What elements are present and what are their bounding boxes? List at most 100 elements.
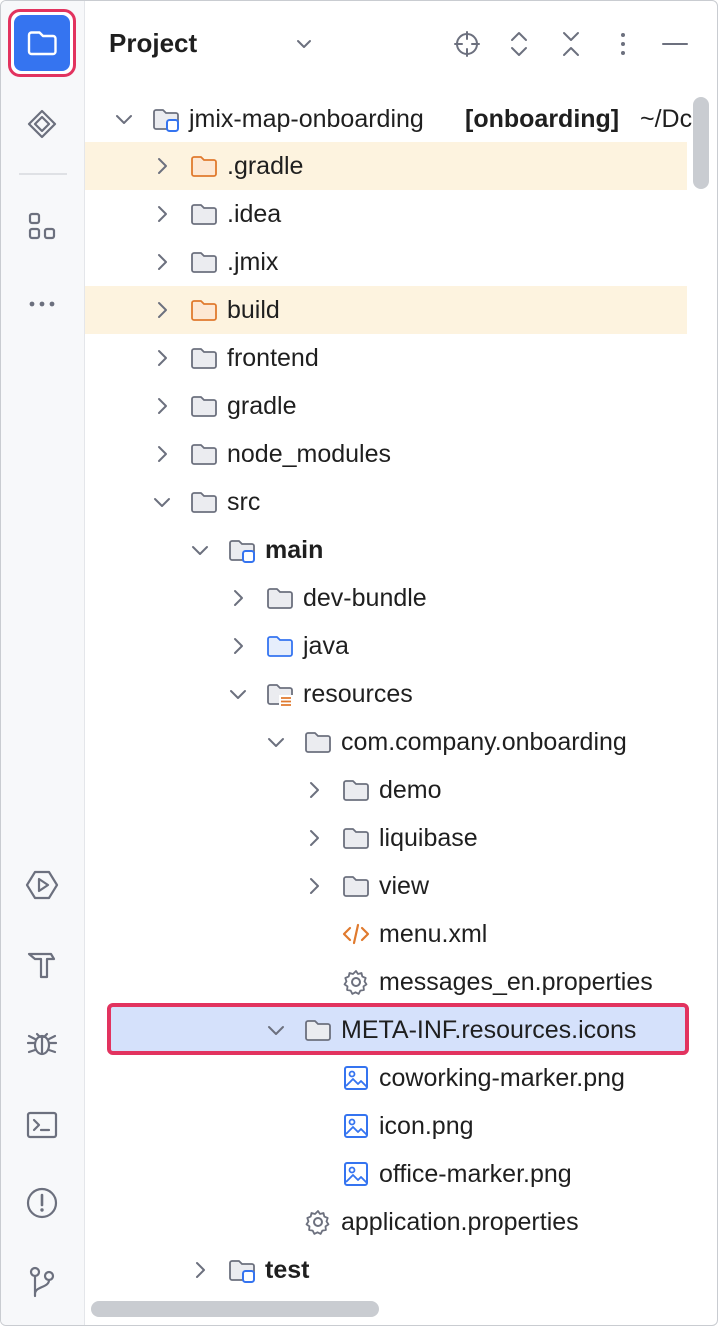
chevron-right-icon[interactable] [303,827,325,849]
image-file-icon [341,1063,371,1093]
chevron-down-icon[interactable] [265,1019,287,1041]
structure-icon[interactable] [11,93,73,155]
tree-item-java[interactable]: java [85,622,687,670]
folder-icon [189,487,219,517]
tree-item-label: frontend [227,344,319,372]
chevron-right-icon[interactable] [303,875,325,897]
project-folder-icon[interactable] [8,9,76,77]
properties-file-icon [303,1207,333,1237]
tree-item-resources[interactable]: resources [85,670,687,718]
options-icon[interactable] [606,27,640,61]
chevron-right-icon[interactable] [151,155,173,177]
chevron-right-icon[interactable] [151,203,173,225]
folder-icon [189,343,219,373]
chevron-down-icon[interactable] [265,731,287,753]
chevron-right-icon[interactable] [303,779,325,801]
tree-item-coworking-marker[interactable]: coworking-marker.png [85,1054,687,1102]
tree-item-liquibase[interactable]: liquibase [85,814,687,862]
folder-icon [265,583,295,613]
folder-icon [189,439,219,469]
hide-icon[interactable] [658,27,692,61]
chevron-right-icon[interactable] [189,1259,211,1281]
image-file-icon [341,1159,371,1189]
tree-item-label: .gradle [227,152,304,180]
folder-icon [303,727,333,757]
tree-item-label: META-INF.resources.icons [341,1016,637,1044]
root-module: [onboarding] [465,105,620,133]
tree-item-label: menu.xml [379,920,488,948]
tree-item-application-properties[interactable]: application.properties [85,1198,687,1246]
tree-item-src[interactable]: src [85,478,687,526]
vertical-scrollbar[interactable] [693,97,709,189]
folder-icon [189,391,219,421]
plugins-icon[interactable] [11,195,73,257]
locate-icon[interactable] [450,27,484,61]
debug-icon[interactable] [11,1012,73,1074]
chevron-right-icon[interactable] [227,587,249,609]
tree-item-label: com.company.onboarding [341,728,627,756]
module-folder-icon [151,104,181,134]
tool-strip [1,1,85,1325]
horizontal-scrollbar[interactable] [91,1301,379,1317]
tree-item-label: gradle [227,392,297,420]
tree-item-label: liquibase [379,824,478,852]
tree-item-office-marker[interactable]: office-marker.png [85,1150,687,1198]
root-name: jmix-map-onboarding [189,105,424,133]
chevron-down-icon[interactable] [113,108,135,130]
chevron-down-icon[interactable] [293,33,315,55]
tree-item-meta-inf[interactable]: META-INF.resources.icons [85,1006,681,1054]
module-folder-icon [227,1255,257,1285]
module-folder-icon [227,535,257,565]
chevron-right-icon[interactable] [151,347,173,369]
tree-item-label: main [265,536,324,564]
folder-icon [189,247,219,277]
tree-item-label: icon.png [379,1112,474,1140]
chevron-right-icon[interactable] [151,395,173,417]
tree-item-dev-bundle[interactable]: dev-bundle [85,574,687,622]
run-icon[interactable] [11,854,73,916]
folder-icon [341,823,371,853]
chevron-down-icon[interactable] [189,539,211,561]
tree-item-build[interactable]: build [85,286,687,334]
tree-item-idea[interactable]: .idea [85,190,687,238]
chevron-right-icon[interactable] [151,299,173,321]
tree-item-demo[interactable]: demo [85,766,687,814]
collapse-all-icon[interactable] [554,27,588,61]
tree-root[interactable]: jmix-map-onboarding [onboarding] ~/Dc [85,95,717,143]
tree-item-messages[interactable]: messages_en.properties [85,958,687,1006]
xml-file-icon [341,919,371,949]
terminal-icon[interactable] [11,1094,73,1156]
properties-file-icon [341,967,371,997]
tree-item-menu-xml[interactable]: menu.xml [85,910,687,958]
tree-item-label: messages_en.properties [379,968,653,996]
tree-item-view[interactable]: view [85,862,687,910]
strip-divider [19,173,67,175]
tree-item-icon-png[interactable]: icon.png [85,1102,687,1150]
tree-item-gradle[interactable]: gradle [85,382,687,430]
tree-item-node-modules[interactable]: node_modules [85,430,687,478]
chevron-right-icon[interactable] [151,251,173,273]
tree-item-frontend[interactable]: frontend [85,334,687,382]
chevron-down-icon[interactable] [151,491,173,513]
excluded-folder-icon [189,295,219,325]
problems-icon[interactable] [11,1172,73,1234]
build-icon[interactable] [11,933,73,995]
panel-title[interactable]: Project [109,28,198,58]
git-icon[interactable] [11,1250,73,1312]
tree-item-jmix[interactable]: .jmix [85,238,687,286]
tree-item-package[interactable]: com.company.onboarding [85,718,687,766]
tree-item-label: .idea [227,200,282,228]
chevron-down-icon[interactable] [227,683,249,705]
chevron-right-icon[interactable] [151,443,173,465]
tree-item-test[interactable]: test [85,1246,687,1294]
tree-item-gradle-dir[interactable]: .gradle [85,142,687,190]
tree-item-main[interactable]: main [85,526,687,574]
expand-all-icon[interactable] [502,27,536,61]
more-icon[interactable] [11,273,73,335]
tree-item-label: src [227,488,261,516]
chevron-right-icon[interactable] [227,635,249,657]
folder-icon [189,199,219,229]
tree-item-label: build [227,296,280,324]
tree-item-label: demo [379,776,442,804]
